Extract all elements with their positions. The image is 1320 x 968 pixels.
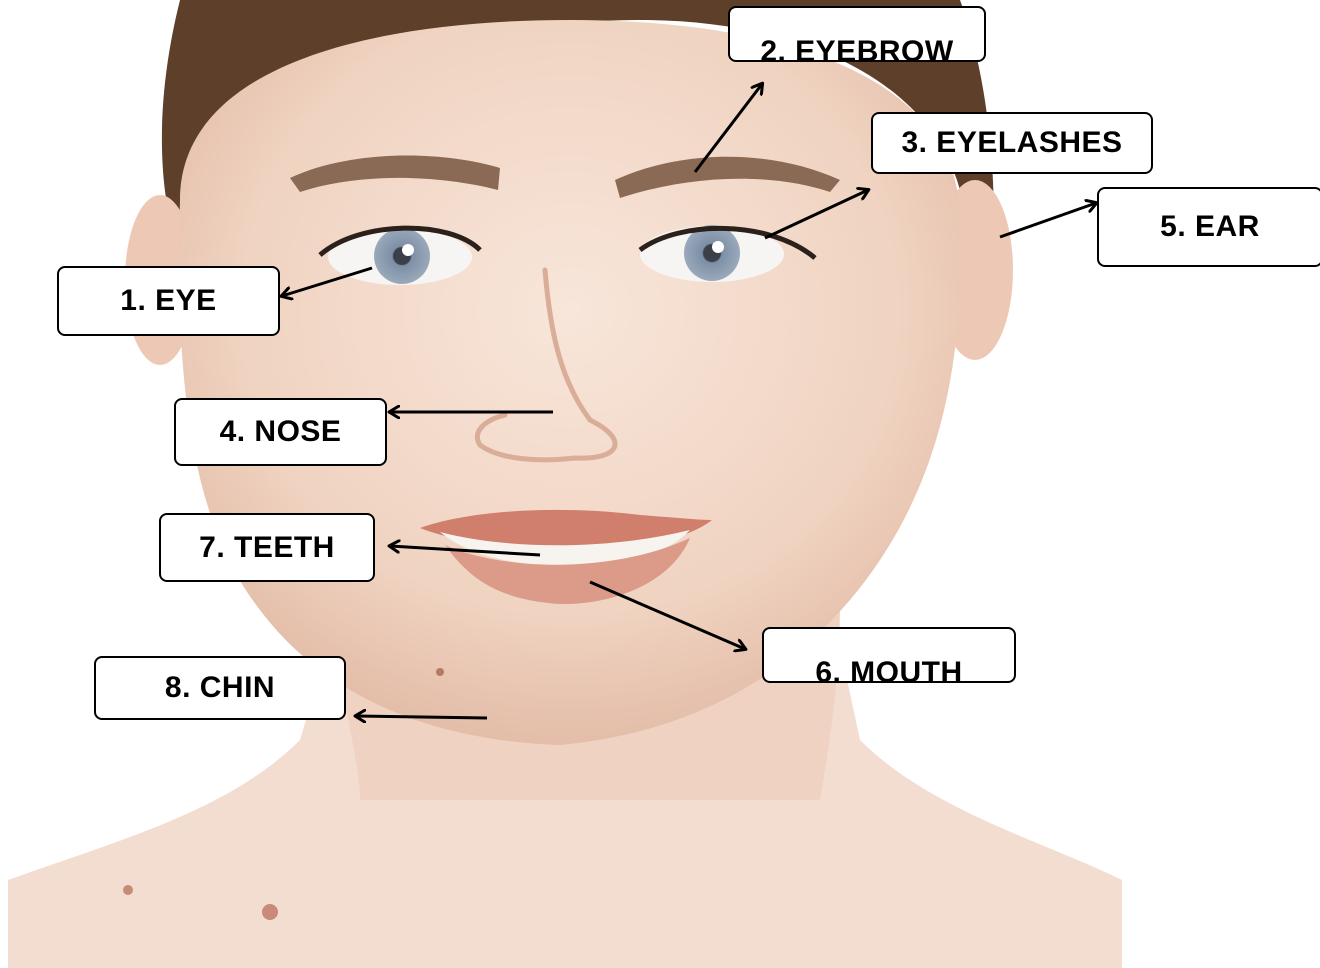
arrow-chin <box>356 716 487 718</box>
left-iris <box>374 228 430 284</box>
label-eye-text: 1. EYE <box>120 284 216 318</box>
label-eyelashes-text: 3. EYELASHES <box>901 126 1122 160</box>
label-mouth: 6. MOUTH <box>762 627 1016 683</box>
right-iris <box>684 225 740 281</box>
label-teeth-text: 7. TEETH <box>199 531 335 565</box>
arrow-ear <box>1000 203 1096 237</box>
label-teeth: 7. TEETH <box>159 513 375 582</box>
label-chin: 8. CHIN <box>94 656 346 720</box>
label-eyelashes: 3. EYELASHES <box>871 112 1153 174</box>
label-eyebrow-text: 2. EYEBROW <box>760 34 953 62</box>
label-nose: 4. NOSE <box>174 398 387 466</box>
label-eye: 1. EYE <box>57 266 280 336</box>
label-nose-text: 4. NOSE <box>220 415 342 449</box>
label-eyebrow: 2. EYEBROW <box>728 6 986 62</box>
label-ear: 5. EAR <box>1097 187 1320 267</box>
label-chin-text: 8. CHIN <box>165 671 275 705</box>
label-mouth-text: 6. MOUTH <box>815 655 962 683</box>
label-ear-text: 5. EAR <box>1160 210 1260 244</box>
